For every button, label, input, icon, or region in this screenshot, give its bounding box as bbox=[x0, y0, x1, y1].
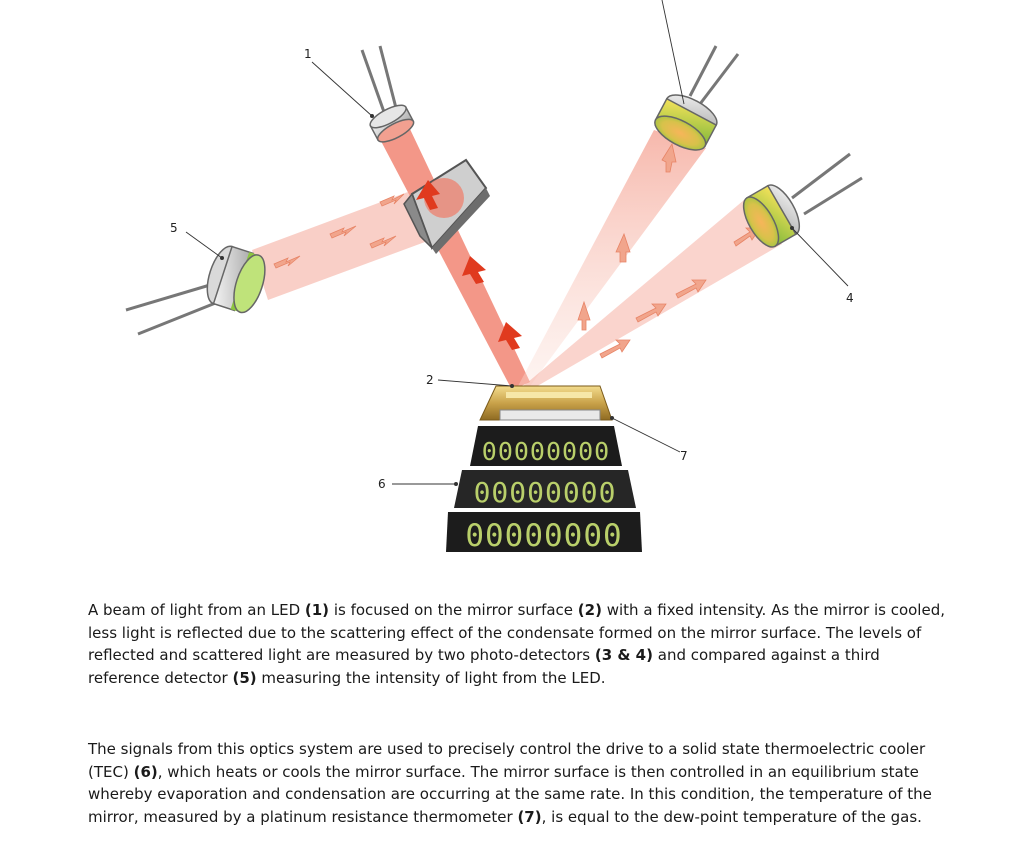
callout-2: 2 bbox=[426, 373, 434, 387]
photo-detector-4 bbox=[742, 152, 863, 248]
chilled-mirror-diagram: 00000000 00000000 00000000 1 2 4 5 6 bbox=[125, 0, 863, 554]
para1-text-2: is focused on the mirror surface bbox=[329, 601, 578, 619]
led-beam-arrows bbox=[416, 180, 522, 350]
led-beam bbox=[372, 108, 530, 390]
mirror-block bbox=[479, 385, 613, 421]
scattered-beam-to-detector-4 bbox=[521, 200, 782, 388]
callout-6: 6 bbox=[378, 477, 386, 491]
thermoelectric-cooler: 00000000 00000000 00000000 bbox=[446, 426, 642, 554]
callout-4: 4 bbox=[846, 291, 854, 305]
led-emitter bbox=[360, 45, 415, 143]
para2-text-1: The signals from this optics system are … bbox=[88, 740, 926, 781]
reference-beam-arrows bbox=[273, 193, 405, 269]
callout-1: 1 bbox=[304, 47, 312, 61]
ref-6: (6) bbox=[133, 762, 158, 781]
ref-7: (7) bbox=[517, 807, 542, 826]
para1-text-4: and compared against a third reference d… bbox=[88, 646, 880, 687]
tec-digits-row-2: 00000000 bbox=[474, 476, 617, 509]
callout-5: 5 bbox=[170, 221, 178, 235]
ref-1: (1) bbox=[304, 601, 330, 619]
description-paragraph-2: The signals from this optics system are … bbox=[88, 738, 948, 828]
photo-detector-3 bbox=[654, 45, 740, 151]
platinum-resistance-thermometer bbox=[499, 409, 601, 421]
callout-7: 7 bbox=[680, 449, 688, 463]
tec-digits-row-1: 00000000 bbox=[482, 437, 610, 466]
description-paragraph-1: A beam of light from an LED (1) is focus… bbox=[88, 599, 948, 689]
para1-text-5: measuring the intensity of light from th… bbox=[256, 668, 606, 687]
reflected-beam-to-detector-3 bbox=[517, 130, 706, 388]
para2-text-3: , is equal to the dew-point temperature … bbox=[541, 807, 922, 826]
ref-5: (5) bbox=[232, 668, 257, 687]
callout-dots bbox=[220, 114, 794, 486]
ref-2: (2) bbox=[577, 601, 602, 619]
para2-text-2: , which heats or cools the mirror surfac… bbox=[88, 762, 932, 826]
reference-detector-5 bbox=[125, 245, 266, 336]
tec-digits-row-3: 00000000 bbox=[465, 518, 622, 554]
para1-text-3: with a fixed intensity. As the mirror is… bbox=[88, 601, 945, 665]
reflected-beam-arrows bbox=[577, 142, 677, 331]
callout-leaders bbox=[185, 0, 849, 485]
para1-text-1: A beam of light from an LED bbox=[88, 601, 305, 619]
reference-beam-to-detector-5 bbox=[252, 180, 452, 300]
ref-3-4: (3 & 4) bbox=[594, 646, 653, 665]
